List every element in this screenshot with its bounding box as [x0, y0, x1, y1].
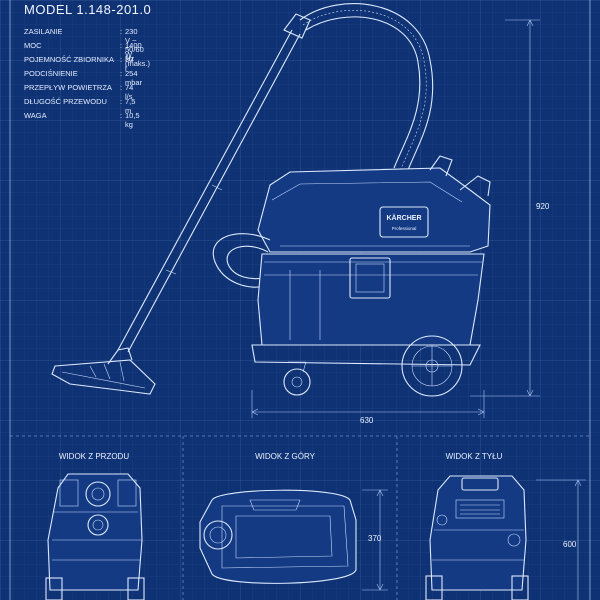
spec-label: ZASILANIE [24, 27, 63, 36]
sheet-frame [9, 0, 591, 600]
spec-separator: : [120, 41, 123, 50]
front-view-title: WIDOK Z PRZODU [58, 452, 130, 461]
spec-separator: : [120, 83, 123, 92]
dimension-width [251, 390, 485, 418]
spec-label: DŁUGOŚĆ PRZEWODU [24, 97, 107, 106]
spec-separator: : [120, 111, 123, 120]
motor-head: KÄRCHER Professional [257, 155, 491, 253]
spec-value: 30 l [125, 55, 134, 73]
chassis [251, 335, 481, 397]
depth-label: 370 [368, 534, 382, 543]
floor-nozzle [51, 347, 156, 395]
spec-value: 10,5 kg [125, 111, 140, 129]
spec-value: 254 mbar [125, 69, 143, 87]
spec-value: 74 l/s [125, 83, 134, 101]
front-view-drawing [45, 473, 145, 600]
spec-separator: : [120, 97, 123, 106]
vacuum-main-view: KÄRCHER Professional [51, 3, 540, 418]
spec-label: POJEMNOŚĆ ZBIORNIKA [24, 55, 115, 64]
rear-height-label: 600 [563, 540, 577, 549]
spec-separator: : [120, 69, 123, 78]
height-label: 920 [536, 202, 550, 211]
suction-hose [299, 3, 434, 171]
spec-label: MOC [24, 41, 42, 50]
brand-line: Professional [392, 226, 417, 231]
inlet-hose [212, 233, 271, 288]
brand-logo: KÄRCHER [387, 214, 422, 222]
dimension-height [470, 19, 540, 397]
top-view-drawing [199, 489, 388, 591]
spec-value: 230 V ~ 50/60 Hz [125, 27, 144, 63]
width-label: 630 [360, 416, 374, 425]
spec-label: WAGA [24, 111, 47, 120]
spec-label: PRZEPŁYW POWIETRZA [24, 83, 112, 92]
spec-value: 1400 W (maks.) [125, 41, 150, 68]
dirt-tank [257, 253, 485, 346]
rear-view-title: WIDOK Z TYŁU [445, 452, 503, 461]
model-title: MODEL 1.148-201.0 [24, 2, 152, 17]
top-view-title: WIDOK Z GÓRY [255, 452, 315, 461]
spec-separator: : [120, 27, 123, 36]
spec-separator: : [120, 55, 123, 64]
spec-label: PODCIŚNIENIE [24, 69, 78, 78]
spec-value: 7,5 m [125, 97, 136, 115]
suction-tube [117, 13, 311, 353]
rear-view-drawing [425, 475, 586, 600]
